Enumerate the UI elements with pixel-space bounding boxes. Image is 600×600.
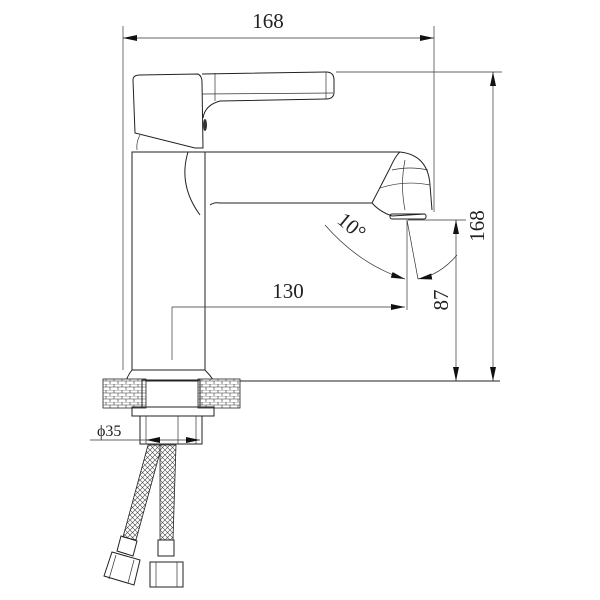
angle-dimension: 10° bbox=[324, 207, 458, 280]
mounting: ϕ35 bbox=[90, 378, 241, 445]
height-dimension: 168 bbox=[336, 71, 502, 381]
faucet-body bbox=[123, 151, 500, 382]
diameter-label: ϕ35 bbox=[97, 423, 121, 440]
width-dimension: 168 bbox=[122, 9, 435, 370]
supply-hoses bbox=[103, 444, 184, 588]
spout-height-dimension: 87 bbox=[408, 219, 466, 381]
reach-label: 130 bbox=[272, 279, 304, 303]
height-label: 168 bbox=[465, 210, 489, 242]
handle bbox=[132, 71, 335, 151]
width-label: 168 bbox=[252, 9, 284, 33]
spout-height-label: 87 bbox=[429, 290, 453, 311]
reach-dimension: 130 bbox=[171, 220, 408, 360]
